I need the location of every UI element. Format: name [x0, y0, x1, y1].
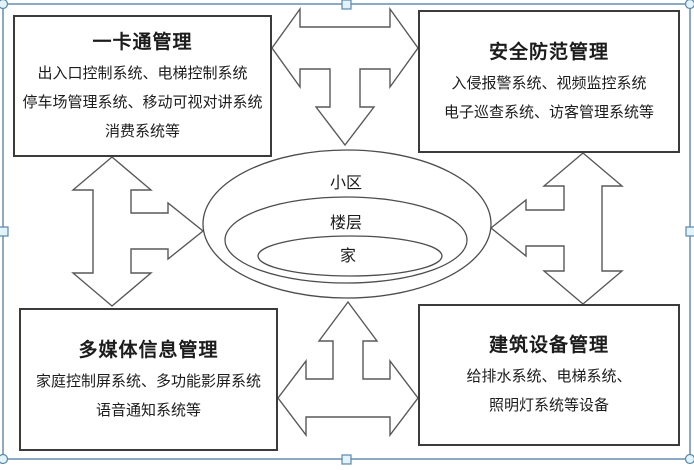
resize-handle-left[interactable] [0, 226, 9, 237]
node-line: 停车场管理系统、移动可视对讲系统 [22, 93, 263, 111]
resize-handle-top-right[interactable] [684, 0, 694, 10]
label-home: 家 [339, 248, 357, 265]
label-community: 小区 [329, 175, 363, 192]
resize-handle-bottom-left[interactable] [0, 453, 9, 465]
label-floor: 楼层 [329, 215, 363, 232]
resize-handle-bottom-right[interactable] [684, 453, 694, 465]
arrow-bottom-three-way[interactable] [277, 300, 419, 438]
node-line: 电子巡查系统、访客管理系统等 [443, 103, 654, 121]
node-title: 一卡通管理 [92, 31, 193, 53]
node-line: 消费系统等 [104, 122, 180, 140]
resize-handle-right[interactable] [685, 226, 694, 237]
node-line: 家庭控制屏系统、多功能影屏系统 [35, 372, 261, 390]
resize-handle-bottom[interactable] [341, 454, 352, 465]
node-line: 出入口控制系统、电梯控制系统 [37, 64, 248, 82]
node-title: 建筑设备管理 [488, 335, 609, 356]
ellipse-home[interactable] [257, 235, 443, 277]
resize-handle-top[interactable] [341, 0, 352, 10]
node-title: 多媒体信息管理 [78, 339, 219, 361]
node-multimedia-management[interactable]: 多媒体信息管理 家庭控制屏系统、多功能影屏系统 语音通知系统等 [19, 308, 278, 451]
node-line: 入侵报警系统、视频监控系统 [451, 74, 647, 92]
node-one-card-management[interactable]: 一卡通管理 出入口控制系统、电梯控制系统 停车场管理系统、移动可视对讲系统 消费… [13, 15, 272, 157]
node-title: 安全防范管理 [488, 41, 609, 63]
node-line: 照明灯系统等设备 [488, 397, 609, 414]
node-line: 语音通知系统等 [95, 401, 201, 419]
arrow-left-three-way[interactable] [71, 156, 205, 307]
resize-handle-top-left[interactable] [0, 0, 9, 10]
arrow-right-three-way[interactable] [489, 152, 624, 305]
node-line: 给排水系统、电梯系统、 [466, 368, 632, 385]
arrow-top-three-way[interactable] [271, 6, 419, 147]
node-building-equipment-management[interactable]: 建筑设备管理 给排水系统、电梯系统、 照明灯系统等设备 [418, 304, 680, 446]
node-security-management[interactable]: 安全防范管理 入侵报警系统、视频监控系统 电子巡查系统、访客管理系统等 [418, 10, 680, 153]
